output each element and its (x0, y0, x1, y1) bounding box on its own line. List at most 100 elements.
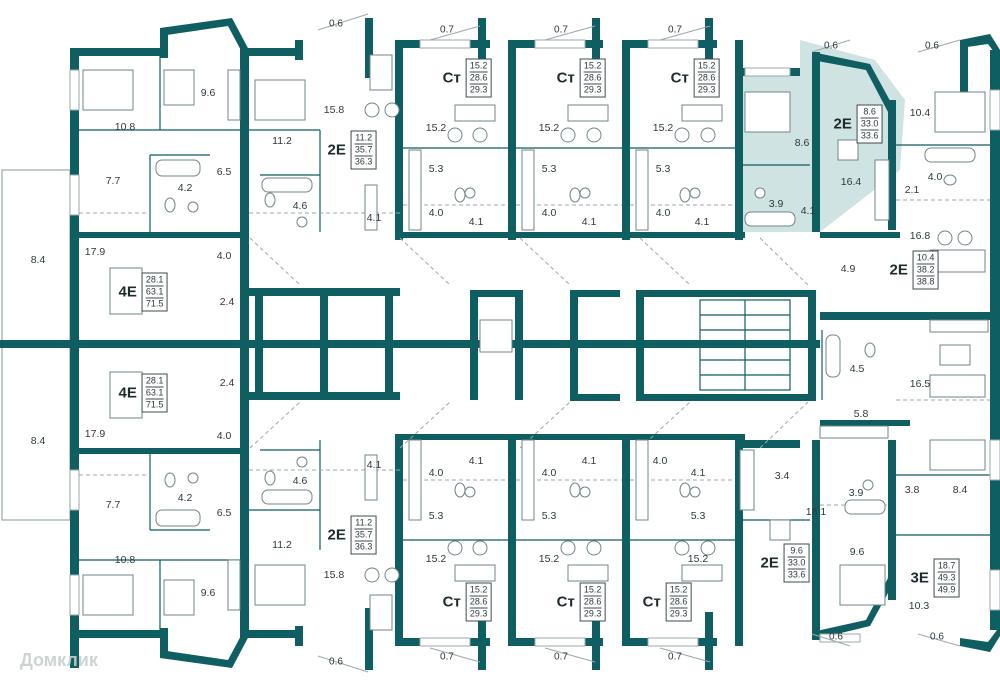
apartment-areas: 15.2 28.6 29.3 (693, 58, 720, 98)
total-area: 28.6 (697, 72, 716, 85)
apartment-tag-2e-top-left[interactable]: 2E 11.2 35.7 36.3 (327, 130, 377, 170)
room-area: 17.9 (84, 246, 106, 258)
balcony-area: 0.7 (440, 651, 454, 663)
room-area: 3.8 (904, 484, 920, 496)
room-area: 8.4 (952, 484, 968, 496)
total-area: 63.1 (145, 286, 164, 299)
apartment-tag-2e-bottom-right[interactable]: 2E 9.6 33.0 33.6 (760, 543, 810, 583)
apartment-tag-studio-top-3[interactable]: Ст 15.2 28.6 29.3 (671, 58, 720, 98)
watermark-logo: Домклик (20, 650, 98, 670)
room-area: 11.2 (272, 539, 292, 551)
room-area: 5.3 (428, 163, 444, 175)
apartment-tag-studio-top-1[interactable]: Ст 15.2 28.6 29.3 (442, 58, 492, 98)
room-area: 4.1 (690, 467, 706, 479)
room-area: 16.4 (840, 176, 862, 188)
living-area: 15.2 (669, 584, 688, 597)
partitions (79, 56, 990, 630)
room-area: 5.3 (541, 510, 557, 522)
total-area: 28.6 (469, 72, 488, 85)
room-area: 3.9 (768, 198, 784, 210)
total-area-with-balcony: 29.3 (583, 608, 602, 619)
total-area-with-balcony: 33.6 (787, 569, 806, 580)
room-area: 5.3 (541, 163, 557, 175)
apartment-type: 4E (118, 283, 137, 301)
total-area-with-balcony: 29.3 (583, 84, 602, 95)
apartment-tag-studio-bottom-2[interactable]: Ст 15.2 28.6 29.3 (556, 582, 606, 622)
room-area: 4.1 (694, 216, 710, 228)
room-area: 4.0 (428, 467, 444, 479)
apartment-areas: 15.2 28.6 29.3 (665, 582, 692, 622)
total-area: 63.1 (145, 387, 164, 400)
room-area: 10.4 (909, 107, 931, 119)
apartment-type: 3E (910, 569, 929, 587)
living-area: 15.2 (469, 60, 488, 73)
room-area: 4.9 (840, 263, 856, 275)
balcony-area: 0.7 (554, 651, 568, 663)
apartment-type: 2E (327, 526, 346, 544)
apartment-type: Ст (642, 593, 661, 611)
room-area: 4.6 (292, 200, 308, 212)
room-area: 3.4 (774, 470, 790, 482)
room-area: 7.7 (105, 499, 121, 511)
total-area: 33.0 (860, 118, 879, 131)
room-area: 8.4 (30, 254, 46, 266)
apartment-tag-2e-highlighted[interactable]: 2E 8.6 33.0 33.6 (833, 104, 883, 144)
living-area: 8.6 (860, 107, 879, 119)
living-area: 28.1 (145, 375, 164, 388)
balcony-leaders (317, 13, 961, 673)
room-area: 4.0 (652, 455, 668, 467)
apartment-type: 2E (889, 261, 908, 279)
room-area: 4.1 (366, 212, 382, 224)
room-area: 16.1 (805, 506, 827, 518)
balcony-area: 0.6 (329, 18, 343, 30)
room-area: 6.5 (216, 166, 232, 178)
apartment-type: Ст (442, 69, 461, 87)
stairs (699, 299, 791, 391)
room-area: 5.3 (428, 510, 444, 522)
apartment-tag-studio-bottom-3[interactable]: Ст 15.2 28.6 29.3 (642, 582, 692, 622)
apartment-areas: 9.6 33.0 33.6 (783, 543, 810, 583)
total-area: 33.0 (787, 557, 806, 570)
room-area: 4.5 (849, 363, 865, 375)
room-area: 9.6 (200, 87, 216, 99)
room-area: 5.3 (690, 510, 706, 522)
apartment-tag-2e-bottom-left[interactable]: 2E 11.2 35.7 36.3 (327, 515, 377, 555)
room-area: 15.2 (652, 122, 674, 134)
apartment-tag-4e-top[interactable]: 4E 28.1 63.1 71.5 (118, 272, 168, 312)
room-area: 7.7 (105, 175, 121, 187)
room-area: 4.1 (800, 205, 816, 217)
balcony-area: 0.7 (668, 24, 682, 36)
apartment-areas: 11.2 35.7 36.3 (350, 515, 377, 555)
apartment-type: Ст (556, 593, 575, 611)
room-area: 6.5 (216, 507, 232, 519)
room-area: 2.4 (219, 296, 235, 308)
living-area: 28.1 (145, 274, 164, 287)
apartment-tag-2e-right[interactable]: 2E 10.4 38.2 38.8 (889, 250, 939, 290)
total-area: 49.3 (937, 572, 956, 585)
apartment-tag-studio-top-2[interactable]: Ст 15.2 28.6 29.3 (557, 58, 606, 98)
apartment-type: Ст (442, 593, 461, 611)
room-area: 4.0 (428, 207, 444, 219)
apartment-tag-4e-bottom[interactable]: 4E 28.1 63.1 71.5 (119, 373, 168, 413)
apartment-tag-3e[interactable]: 3E 18.7 49.3 49.9 (910, 558, 960, 598)
elevator (479, 319, 513, 353)
room-area: 5.8 (853, 408, 869, 420)
apartment-type: 2E (327, 141, 346, 159)
windows (69, 39, 1000, 647)
room-area: 10.3 (908, 600, 930, 612)
apartment-tag-studio-bottom-1[interactable]: Ст 15.2 28.6 29.3 (442, 582, 492, 622)
balcony-area: 0.6 (930, 631, 944, 643)
living-area: 11.2 (354, 132, 373, 145)
balcony-area: 0.6 (829, 631, 843, 643)
living-area: 11.2 (354, 517, 373, 530)
balcony-area: 0.6 (925, 40, 939, 52)
room-area: 4.1 (468, 216, 484, 228)
living-area: 18.7 (937, 560, 956, 573)
apartment-type: 2E (833, 115, 852, 133)
room-area: 2.1 (904, 184, 920, 196)
living-area: 15.2 (583, 60, 602, 73)
apartment-type: 2E (760, 554, 779, 572)
room-area: 15.2 (425, 553, 447, 565)
